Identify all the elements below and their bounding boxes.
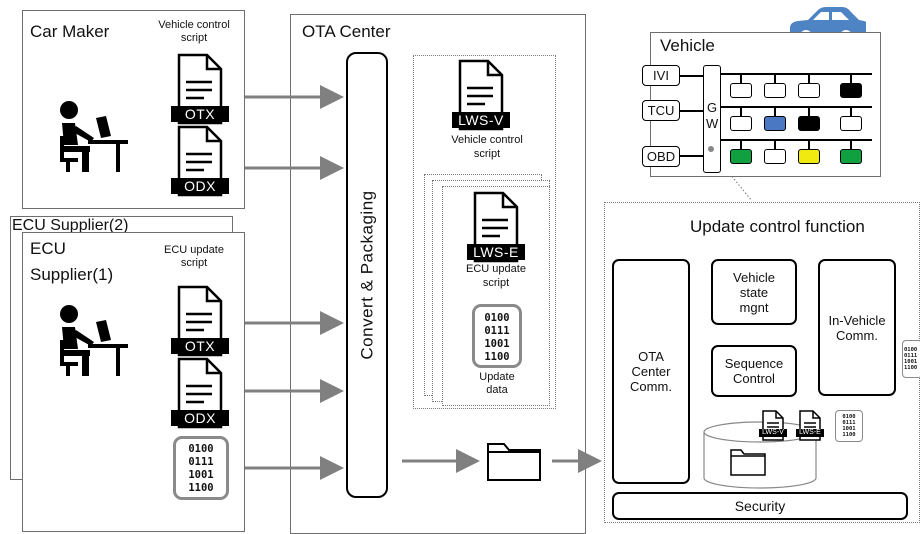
in-vehicle-comm-box: In-Vehicle Comm.: [818, 259, 896, 396]
binary-line: 1001: [188, 469, 214, 481]
binary-line: 0111: [484, 325, 510, 337]
security-box: Security: [612, 492, 908, 520]
odx-tag: ODX: [171, 178, 229, 194]
binary-line: 0111: [842, 420, 856, 426]
odx-tag: ODX: [171, 410, 229, 426]
ecu-node-green: [840, 149, 862, 164]
ota-ecu-script-label: ECU update script: [466, 263, 526, 289]
ecu-node: [840, 116, 862, 131]
lws-e-tag: LWS-E: [467, 244, 525, 260]
ecu-node: [730, 116, 752, 131]
car-maker-script-label: Vehicle control script: [158, 19, 230, 44]
ecu-supplier-binary-data: 0100 0111 1001 1100: [173, 436, 229, 500]
binary-line: 1100: [188, 482, 214, 494]
binary-line: 0111: [904, 353, 918, 359]
ota-vehicle-script-label: Vehicle control script: [451, 134, 523, 160]
update-data-label: Update data: [479, 371, 515, 396]
ecu-node-green: [730, 149, 752, 164]
lws-v-document: LWS-V: [452, 58, 510, 132]
edge-binary-data: 0100 0111 1001 1100: [902, 340, 920, 378]
ecu-node-blue: [764, 116, 786, 131]
binary-line: 0100: [188, 443, 214, 455]
binary-line: 0111: [188, 456, 214, 468]
engineer-icon: [60, 101, 128, 172]
engineer-icon: [60, 305, 128, 376]
binary-line: 1001: [904, 359, 918, 365]
small-binary-data: 0100 0111 1001 1100: [835, 410, 863, 442]
car-maker-otx-document: OTX: [171, 52, 229, 126]
ecu-node-black: [840, 83, 862, 98]
otx-tag: OTX: [171, 106, 229, 122]
small-lws-v-document: LWS-V: [759, 410, 787, 442]
gateway-label-w: W: [706, 116, 719, 131]
gateway-label-g: G: [707, 100, 718, 115]
binary-line: 1100: [842, 432, 856, 438]
ota-center-title: OTA Center: [302, 22, 391, 41]
ecu-supplier-1-title-line1: ECU: [30, 239, 66, 258]
ecu-supplier-otx-document: OTX: [171, 284, 229, 358]
binary-line: 0100: [904, 347, 918, 353]
folder-icon: [487, 443, 541, 481]
sequence-control-box: Sequence Control: [711, 345, 797, 397]
document-icon: [799, 410, 821, 441]
small-lws-v-tag: LWS-V: [759, 429, 787, 437]
lws-e-document: LWS-E: [467, 190, 525, 264]
ecu-node-black: [798, 116, 820, 131]
vehicle-bus-lines: [680, 73, 872, 157]
vehicle-title: Vehicle: [660, 36, 715, 55]
convert-packaging-bar: [346, 52, 388, 498]
ecu-supplier-2-title: ECU Supplier(2): [12, 217, 129, 234]
car-maker-title: Car Maker: [30, 22, 110, 41]
ecu-node-yellow: [798, 149, 820, 164]
car-maker-odx-document: ODX: [171, 124, 229, 198]
port-ivi: IVI: [642, 65, 680, 86]
ecu-node: [730, 83, 752, 98]
binary-line: 1001: [842, 426, 856, 432]
binary-line: 0100: [842, 414, 856, 420]
lws-v-tag: LWS-V: [452, 112, 510, 128]
ecu-node: [764, 149, 786, 164]
ecu-node: [798, 83, 820, 98]
binary-line: 0100: [484, 312, 510, 324]
ecu-supplier-odx-document: ODX: [171, 356, 229, 430]
port-obd: OBD: [642, 146, 680, 167]
otx-tag: OTX: [171, 338, 229, 354]
ota-center-comm-box: OTA Center Comm.: [612, 259, 690, 484]
ecu-node: [764, 83, 786, 98]
ecu-supplier-1-title-line2: Supplier(1): [30, 265, 114, 284]
ecu-supplier-script-label: ECU update script: [164, 244, 224, 269]
update-control-title: Update control function: [690, 217, 865, 236]
document-icon: [762, 410, 784, 441]
gateway-box: [703, 65, 721, 173]
binary-line: 1100: [904, 365, 918, 371]
vehicle-state-mgnt-box: Vehicle state mgnt: [711, 259, 797, 325]
binary-line: 1001: [484, 338, 510, 350]
binary-line: 1100: [484, 351, 510, 363]
gateway-dot: [708, 146, 714, 152]
small-lws-e-tag: LWS-E: [796, 429, 824, 437]
folder-icon: [730, 449, 766, 476]
small-lws-e-document: LWS-E: [796, 410, 824, 442]
port-tcu: TCU: [642, 100, 680, 121]
ota-update-binary: 0100 0111 1001 1100: [472, 304, 522, 368]
